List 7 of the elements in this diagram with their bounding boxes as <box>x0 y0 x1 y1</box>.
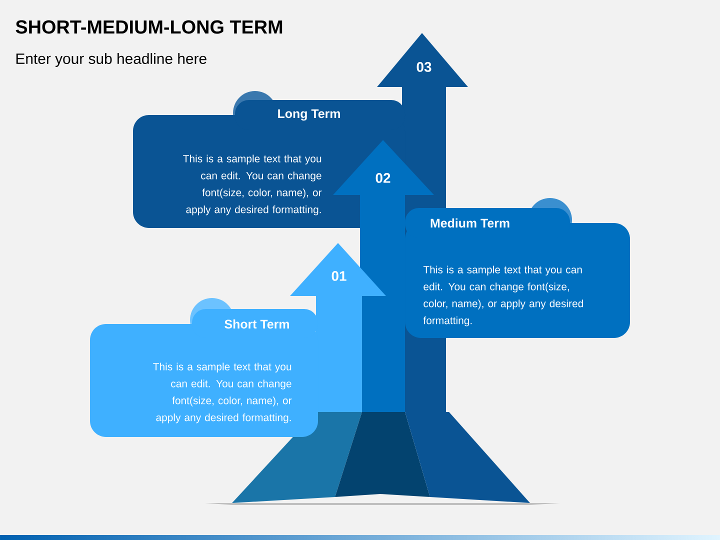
callout-box: Medium Term This is a sample text that you can edit. You can change font(size, color, name), or apply any desired formatting. <box>405 198 630 338</box>
callout-box: Short Term This is a sample text that you can edit. You can change font(size, color, name), or apply any desired formatting. <box>90 298 318 437</box>
node-label: This is a sample text that you can edit. You can change font(size, color, name), or apply any desired formatting. <box>153 362 292 424</box>
subtitle: Enter your sub headline here <box>16 53 206 67</box>
title: SHORT-MEDIUM-LONG TERM <box>16 20 282 34</box>
node-label: Short Term <box>224 319 289 329</box>
node-label: 01 <box>332 271 346 281</box>
